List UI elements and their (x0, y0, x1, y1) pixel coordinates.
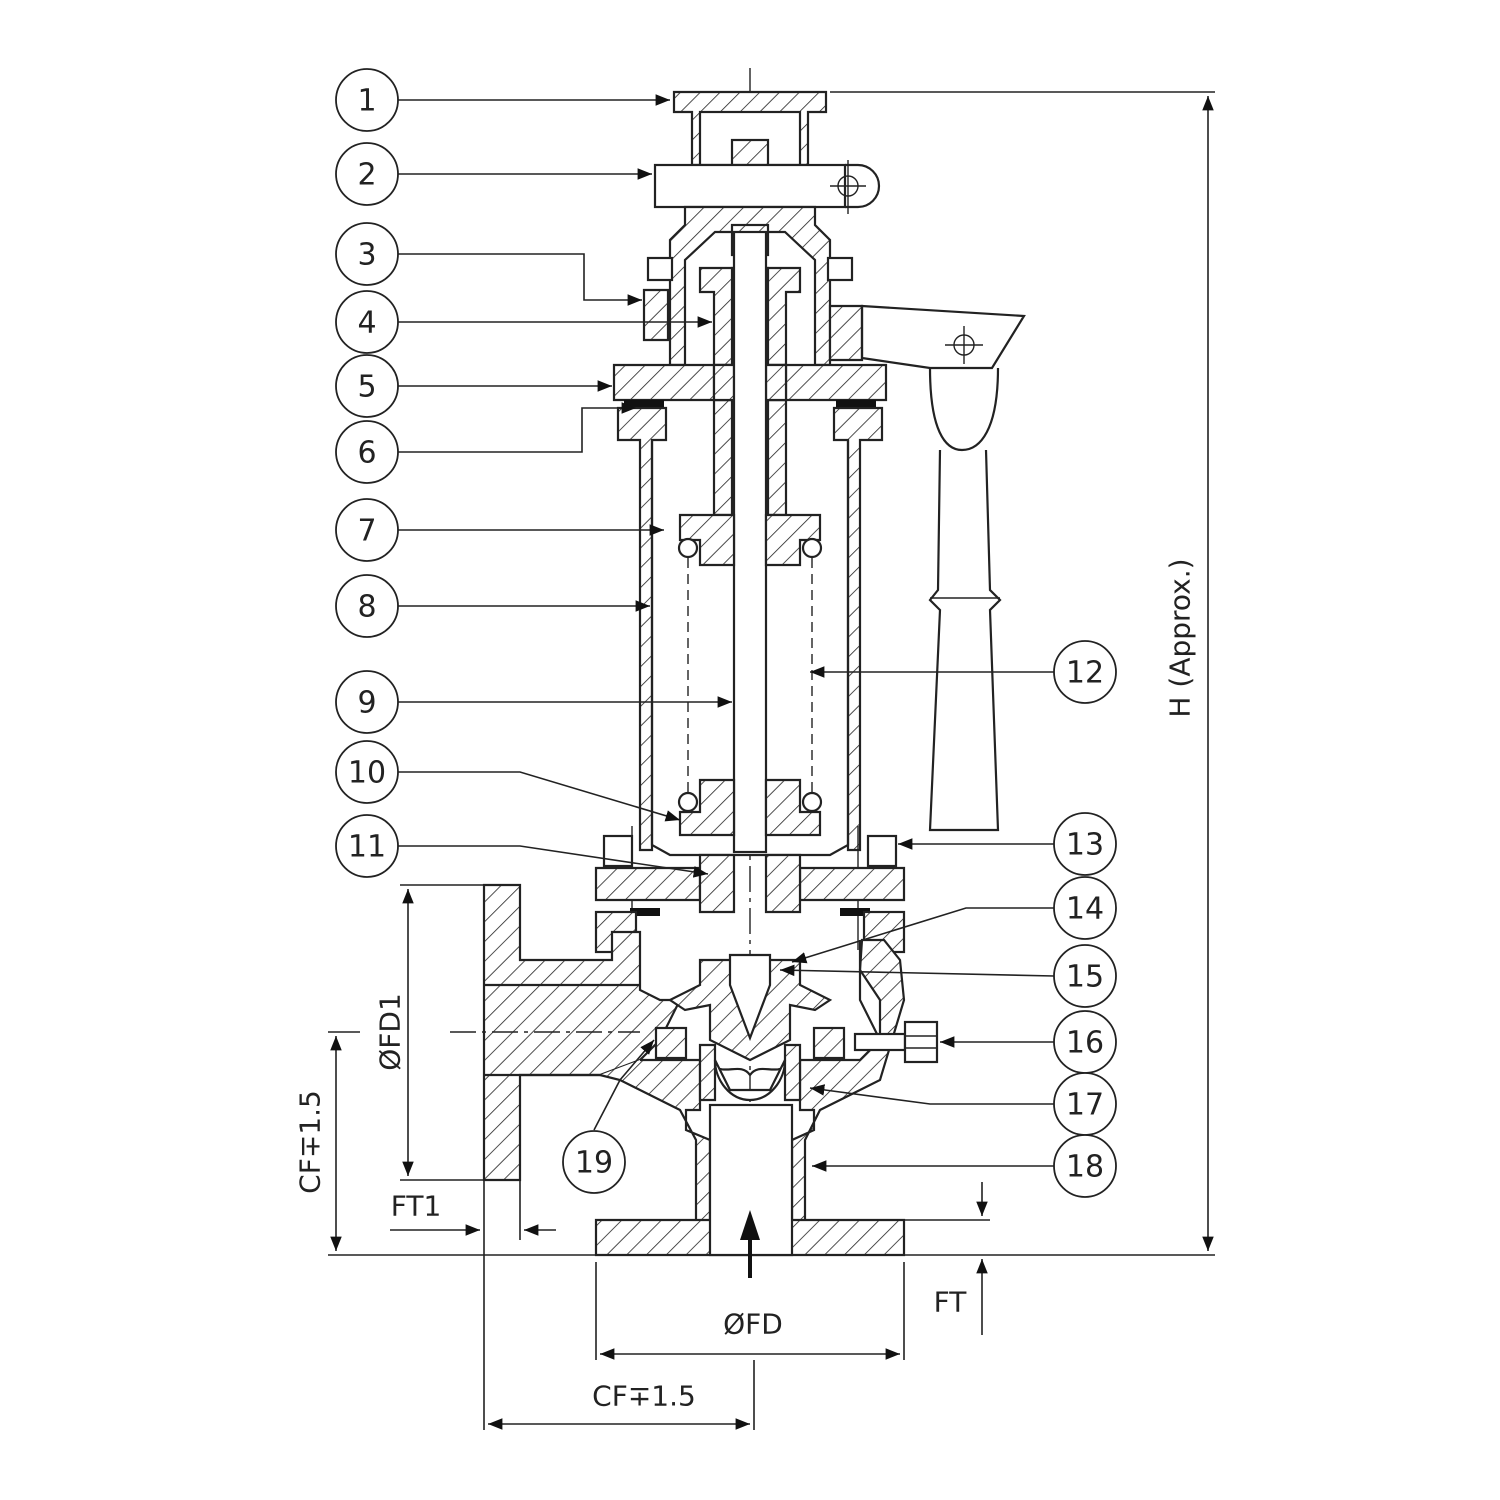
callout-number: 16 (1066, 1026, 1104, 1061)
callout-circle (1053, 944, 1117, 1008)
dim-fd-label: ØFD (723, 1308, 783, 1341)
callout-16-lock-screw: 16 (1053, 1010, 1117, 1074)
callout-14-disc-holder: 14 (1053, 876, 1117, 940)
callout-circle (335, 68, 399, 132)
callout-number: 8 (357, 590, 376, 625)
callout-number: 11 (348, 830, 386, 865)
callout-circle (562, 1130, 626, 1194)
callout-circle (1053, 812, 1117, 876)
spring-housing-part (616, 406, 884, 857)
dim-fd1-label: ØFD1 (374, 993, 407, 1071)
callout-number: 15 (1066, 960, 1104, 995)
callout-13-stud-nut: 13 (1053, 812, 1117, 876)
callout-number: 13 (1066, 828, 1104, 863)
callout-circle (335, 574, 399, 638)
dim-h-label: H (Approx.) (1164, 558, 1197, 717)
callout-leaders (398, 94, 1055, 1172)
callout-number: 4 (357, 306, 376, 341)
callout-18-body: 18 (1053, 1134, 1117, 1198)
lock-screw-part (853, 1020, 939, 1064)
dimension-labels: H (Approx.) ØFD1 CF∓1.5 FT1 FT ØFD CF∓1.… (294, 558, 1197, 1412)
callout-9-spindle: 9 (335, 670, 399, 734)
callout-10-lower-spring-plate: 10 (335, 740, 399, 804)
callout-circle (335, 814, 399, 878)
spring-plates (677, 513, 823, 837)
callout-3-lock-nut: 3 (335, 222, 399, 286)
callout-circle (335, 290, 399, 354)
callout-circle (335, 142, 399, 206)
dimension-lines (328, 91, 1215, 1430)
callout-number: 9 (357, 686, 376, 721)
callout-number: 2 (357, 158, 376, 193)
lifting-fork-part (653, 160, 881, 214)
callout-8-spring-housing: 8 (335, 574, 399, 638)
callout-circle (1053, 876, 1117, 940)
callout-6-bonnet-gasket: 6 (335, 420, 399, 484)
callout-circle (1053, 1134, 1117, 1198)
callout-12-spring: 12 (1053, 640, 1117, 704)
lever (860, 304, 1026, 832)
callout-number: 7 (357, 514, 376, 549)
callout-number: 10 (348, 756, 386, 791)
callout-4-adjusting-screw: 4 (335, 290, 399, 354)
callout-number: 14 (1066, 892, 1104, 927)
callout-circle (335, 420, 399, 484)
disc-assembly (654, 953, 846, 1102)
callout-circle (335, 740, 399, 804)
callout-number: 5 (357, 370, 376, 405)
callout-number: 19 (575, 1146, 613, 1181)
dim-cf-left-label: CF∓1.5 (294, 1090, 327, 1194)
callout-number: 12 (1066, 656, 1104, 691)
callout-number: 1 (357, 84, 376, 119)
dim-cf-bottom-label: CF∓1.5 (592, 1380, 696, 1413)
dim-ft1-label: FT1 (391, 1190, 442, 1223)
callout-11-guide: 11 (335, 814, 399, 878)
callout-5-bonnet: 5 (335, 354, 399, 418)
callout-number: 17 (1066, 1088, 1104, 1123)
callout-17-nozzle: 17 (1053, 1072, 1117, 1136)
callout-circle (335, 222, 399, 286)
dim-ft-label: FT (934, 1286, 968, 1319)
spindle-part (732, 230, 768, 854)
callout-2-lifting-fork: 2 (335, 142, 399, 206)
flow-arrow (740, 1210, 760, 1278)
callout-number: 18 (1066, 1150, 1104, 1185)
callout-number: 3 (357, 238, 376, 273)
callout-15-disc: 15 (1053, 944, 1117, 1008)
callout-circle (335, 354, 399, 418)
callout-19-adjusting-ring: 19 (562, 1130, 626, 1194)
body-part (482, 883, 906, 1257)
callout-circle (335, 498, 399, 562)
callout-1-cap: 1 (335, 68, 399, 132)
cap-part (672, 90, 828, 167)
callout-circle (335, 670, 399, 734)
callout-7-upper-spring-plate: 7 (335, 498, 399, 562)
callout-circle (1053, 640, 1117, 704)
callout-number: 6 (357, 436, 376, 471)
